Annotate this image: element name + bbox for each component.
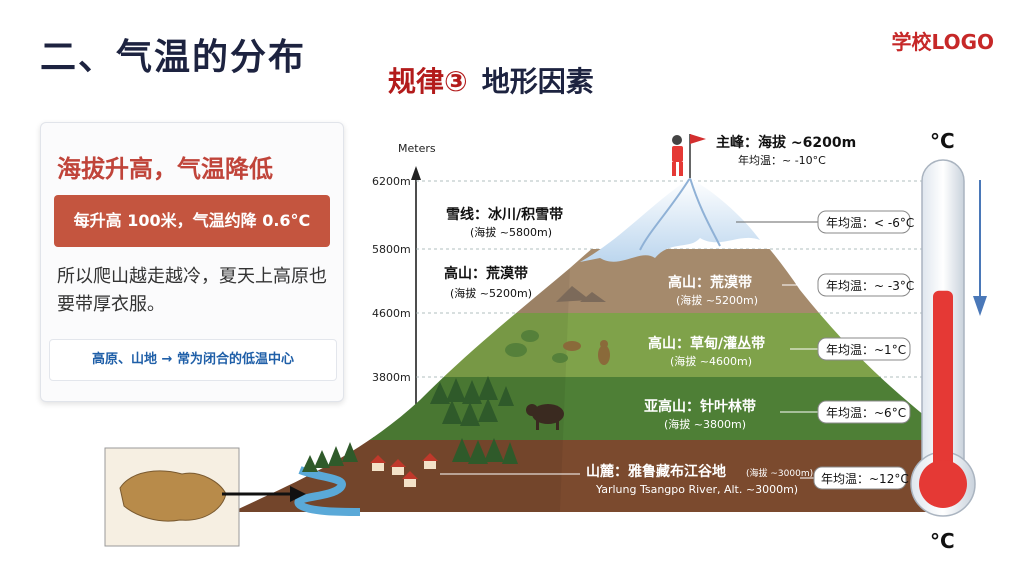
zone-name-desert-left: 高山：荒漠带: [444, 265, 528, 282]
thermo-unit-bottom: °C: [930, 529, 955, 553]
shrubs: [505, 330, 568, 363]
section-subtitle: 规律③ 地形因素: [388, 60, 594, 100]
peak-temp: 年均温：~ -10°C: [738, 153, 826, 167]
zone-alt-desert: (海拔 ~5200m): [676, 293, 758, 307]
temp-label-valley: 年均温：~12°C: [821, 472, 909, 486]
village: [370, 453, 438, 487]
snow-cap: [580, 178, 760, 262]
thermometer-mercury: [933, 290, 953, 475]
zone-name-meadow: 高山：草甸/灌丛带: [648, 335, 765, 352]
thermo-unit-top: °C: [930, 129, 955, 153]
tick-label: 3800m: [372, 371, 411, 384]
temp-label-desert: 年均温：~ -3°C: [826, 279, 914, 293]
marmot-icon: [563, 340, 610, 365]
page-title: 二、气温的分布: [40, 37, 307, 78]
peak-label: 主峰：海拔 ~6200m: [716, 134, 856, 151]
tick-label: 6200m: [372, 175, 411, 188]
rocks: [556, 286, 606, 302]
lapse-rate-box: 每升高 100米，气温约降 0.6°C: [54, 195, 330, 247]
climber-icon: [672, 134, 706, 178]
tick-label: 5800m: [372, 243, 411, 256]
thermometer-icon: °C °C: [910, 129, 987, 553]
zone-alt-desert-left: (海拔 ~5200m): [450, 286, 532, 300]
temp-label-conifer: 年均温：~6°C: [826, 406, 906, 420]
temperature-drop-arrow-icon: [973, 296, 987, 316]
temp-connectors: [440, 221, 818, 479]
card-body-text: 所以爬山越走越冷，夏天上高原也要带厚衣服。: [57, 266, 327, 315]
card-heading: 海拔升高，气温降低: [57, 155, 273, 183]
zone-name-desert: 高山：荒漠带: [668, 274, 752, 291]
conifer-trees: [302, 376, 518, 472]
river: [294, 466, 361, 516]
tick-label: 4600m: [372, 307, 411, 320]
temp-label-snow: 年均温：< -6°C: [826, 216, 914, 230]
rule-number: 规律③: [388, 65, 468, 98]
zone-alt-meadow: (海拔 ~4600m): [670, 354, 752, 368]
summary-card: 海拔升高，气温降低 每升高 100米，气温约降 0.6°C 所以爬山越走越冷，夏…: [40, 122, 344, 402]
card-note: 高原、山地 → 常为闭合的低温中心: [49, 339, 337, 381]
yak-icon: [526, 404, 564, 430]
zone-alt-snow: (海拔 ~5800m): [470, 225, 552, 239]
zone-name-conifer: 亚高山：针叶林带: [644, 398, 756, 415]
zone-alt-inline-valley: (海拔 ~3000m): [746, 467, 813, 479]
school-logo: 学校LOGO: [891, 30, 994, 54]
zone-name-valley: 山麓：雅鲁藏布江谷地: [586, 463, 726, 480]
temp-label-meadow: 年均温：~1°C: [826, 343, 906, 357]
zone-alt-valley: Yarlung Tsangpo River, Alt. ~3000m): [595, 483, 798, 496]
tibet-map-thumbnail: [104, 447, 306, 547]
axis-unit: Meters: [398, 142, 436, 155]
rule-topic: 地形因素: [481, 65, 594, 98]
zone-name-snow: 雪线：冰川/积雪带: [446, 206, 563, 223]
zone-alt-conifer: (海拔 ~3800m): [664, 417, 746, 431]
